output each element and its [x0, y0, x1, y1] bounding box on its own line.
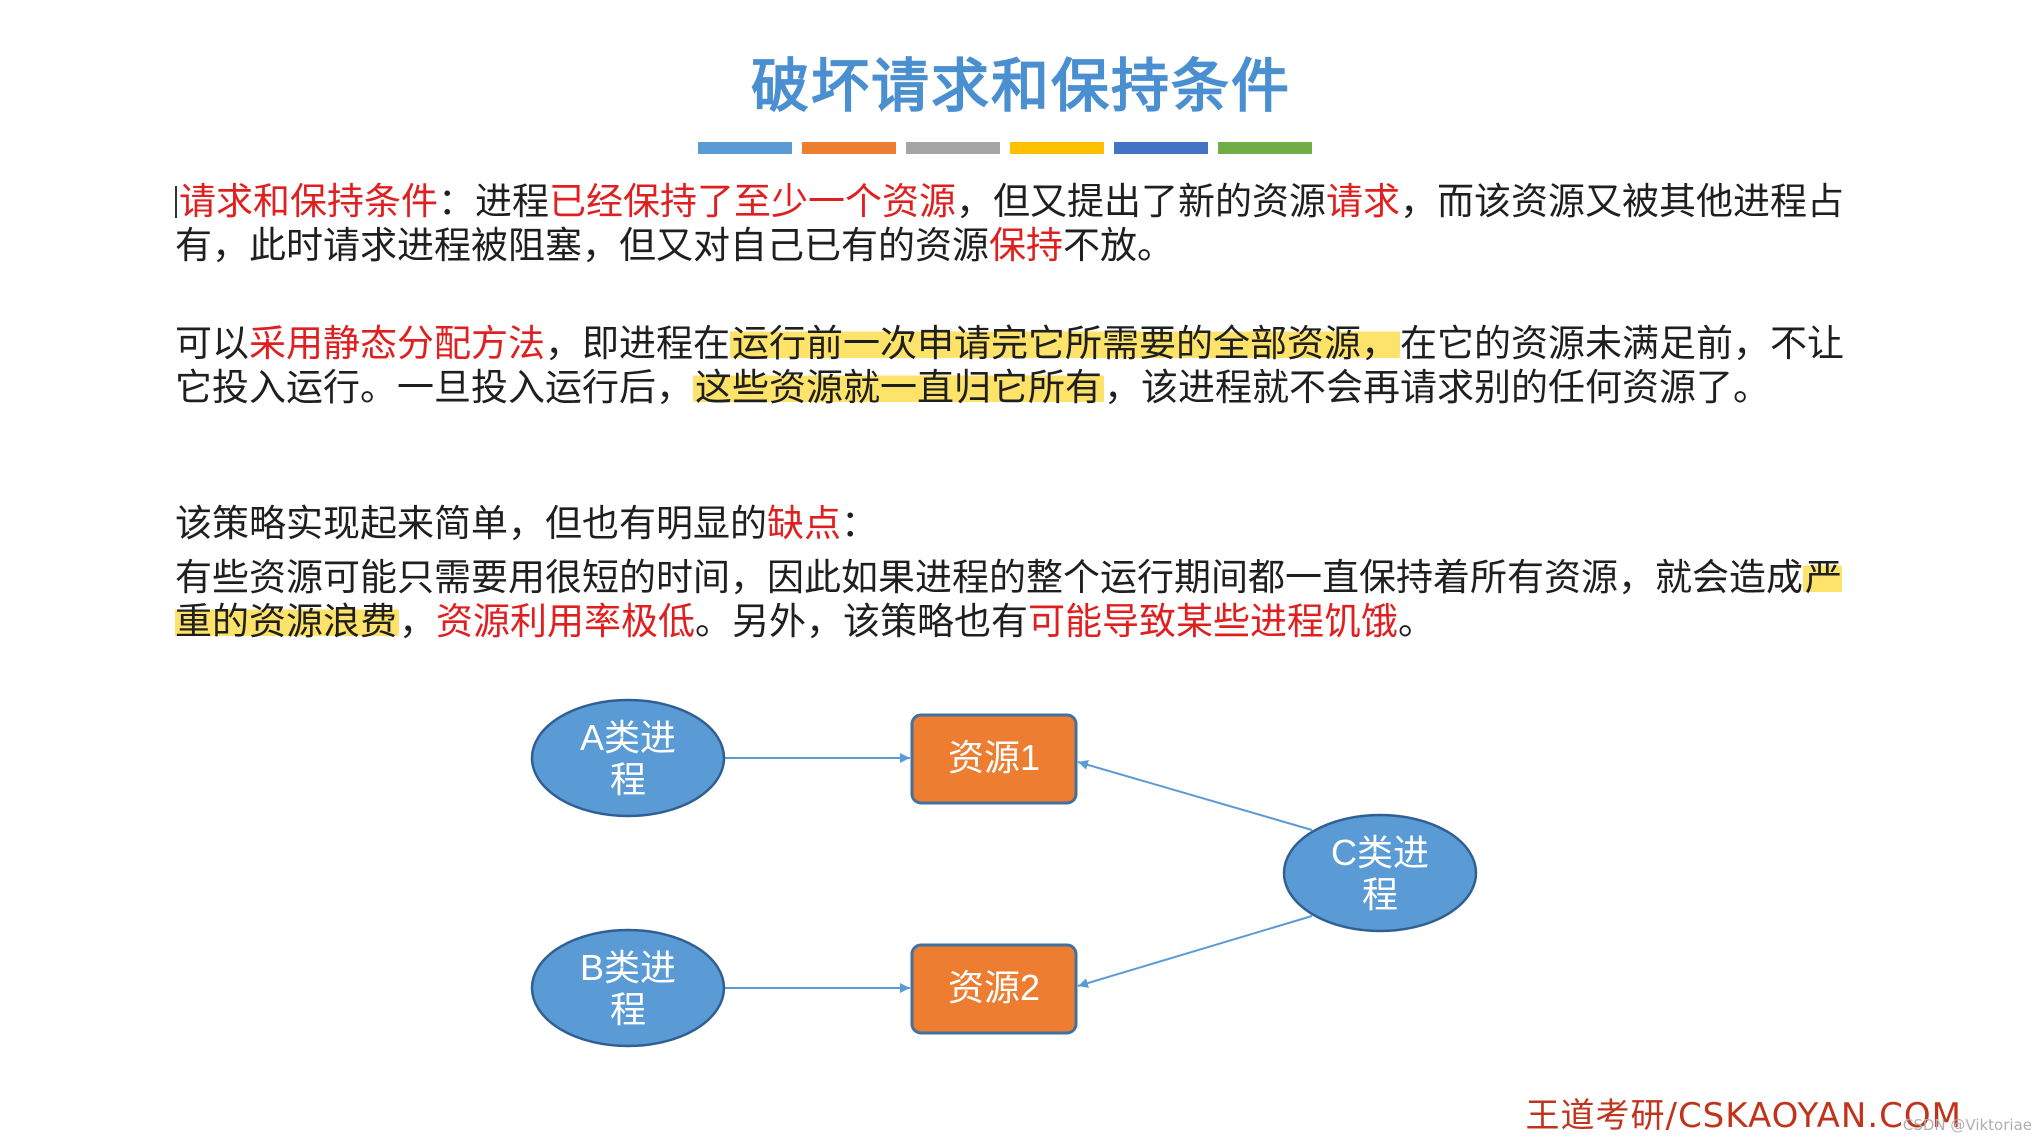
process-a-label-line1: A类进 [580, 717, 676, 758]
slide-title: 破坏请求和保持条件 [750, 52, 1291, 120]
process-a-node: A类进 程 [530, 698, 726, 818]
text-segment: ，而该资源又被其他进程占有，此时请求进程被阻塞，但又对自己已有的资源 [175, 180, 1844, 267]
highlighted-text: 这些资源就一直归它所有 [693, 366, 1104, 409]
text-segment: ： [841, 502, 878, 545]
text-segment: ，该进程就不会再请求别的任何资源了。 [1104, 366, 1770, 409]
paragraph-static-allocation: 可以采用静态分配方法，即进程在运行前一次申请完它所需要的全部资源，在它的资源未满… [175, 322, 1865, 410]
text-segment: 不放。 [1063, 224, 1174, 267]
text-segment: 。另外，该策略也有 [695, 600, 1028, 643]
resource-2-box [910, 943, 1078, 1035]
emphasis-text: 采用静态分配方法 [249, 322, 545, 365]
emphasis-text: 保持 [989, 224, 1063, 267]
color-bar [906, 142, 1000, 154]
resource-2-node: 资源2 [910, 943, 1078, 1035]
paragraph-drawback-detail: 有些资源可能只需要用很短的时间，因此如果进程的整个运行期间都一直保持着所有资源，… [175, 556, 1865, 644]
resource-1-label: 资源1 [948, 737, 1040, 778]
emphasis-text: 资源利用率极低 [436, 600, 695, 643]
resource-2-label: 资源2 [948, 967, 1040, 1008]
arrow-c-to-resource2 [1077, 915, 1313, 988]
text-segment: 在它的资源未满足前，不让它投入运行。一旦投入运行后， [175, 322, 1844, 409]
emphasis-text: 缺点 [767, 502, 841, 545]
process-b-node: B类进 程 [530, 928, 726, 1048]
color-bar [1114, 142, 1208, 154]
brand-footer: 王道考研/CSKAOYAN.COM [1525, 1096, 1962, 1136]
process-c-label-line1: C类进 [1331, 832, 1429, 873]
process-a-ellipse [530, 698, 726, 818]
text-segment: 有些资源可能只需要用很短的时间，因此如果进程的整个运行期间都一直保持着所有资源，… [175, 556, 1803, 599]
color-bar [698, 142, 792, 154]
emphasis-text: 已经保持了至少一个资源 [549, 180, 956, 223]
text-segment: 可以 [175, 322, 249, 365]
process-a-label-line2: 程 [610, 759, 646, 800]
resource-1-node: 资源1 [910, 713, 1078, 805]
process-c-ellipse [1282, 813, 1478, 933]
text-segment: ，但又提出了新的资源 [956, 180, 1326, 223]
emphasis-text: 请求 [1326, 180, 1400, 223]
paragraph-drawback-intro: 该策略实现起来简单，但也有明显的缺点： [175, 502, 1865, 546]
process-c-node: C类进 程 [1282, 813, 1478, 933]
color-bar [802, 142, 896, 154]
term-request-and-hold: 请求和保持条件 [179, 180, 438, 223]
highlighted-text: 运行前一次申请完它所需要的全部资源， [730, 322, 1400, 365]
resource-1-box [910, 713, 1078, 805]
text-segment: 。 [1398, 600, 1435, 643]
arrow-c-to-resource1 [1077, 759, 1313, 831]
csdn-watermark: CSDN @Viktoriae [1902, 1116, 2032, 1134]
text-segment: ， [399, 600, 436, 643]
color-bar [1218, 142, 1312, 154]
text-segment: ：进程 [438, 180, 549, 223]
process-c-label-line2: 程 [1362, 874, 1398, 915]
process-b-label-line1: B类进 [580, 947, 676, 988]
process-b-label-line2: 程 [610, 989, 646, 1030]
emphasis-text: 可能导致某些进程饥饿 [1028, 600, 1398, 643]
text-segment: 该策略实现起来简单，但也有明显的 [175, 502, 767, 545]
text-cursor [175, 186, 177, 218]
text-segment: ，即进程在 [545, 322, 730, 365]
process-b-ellipse [530, 928, 726, 1048]
color-bar [1010, 142, 1104, 154]
paragraph-definition: 请求和保持条件：进程已经保持了至少一个资源，但又提出了新的资源请求，而该资源又被… [175, 180, 1865, 268]
